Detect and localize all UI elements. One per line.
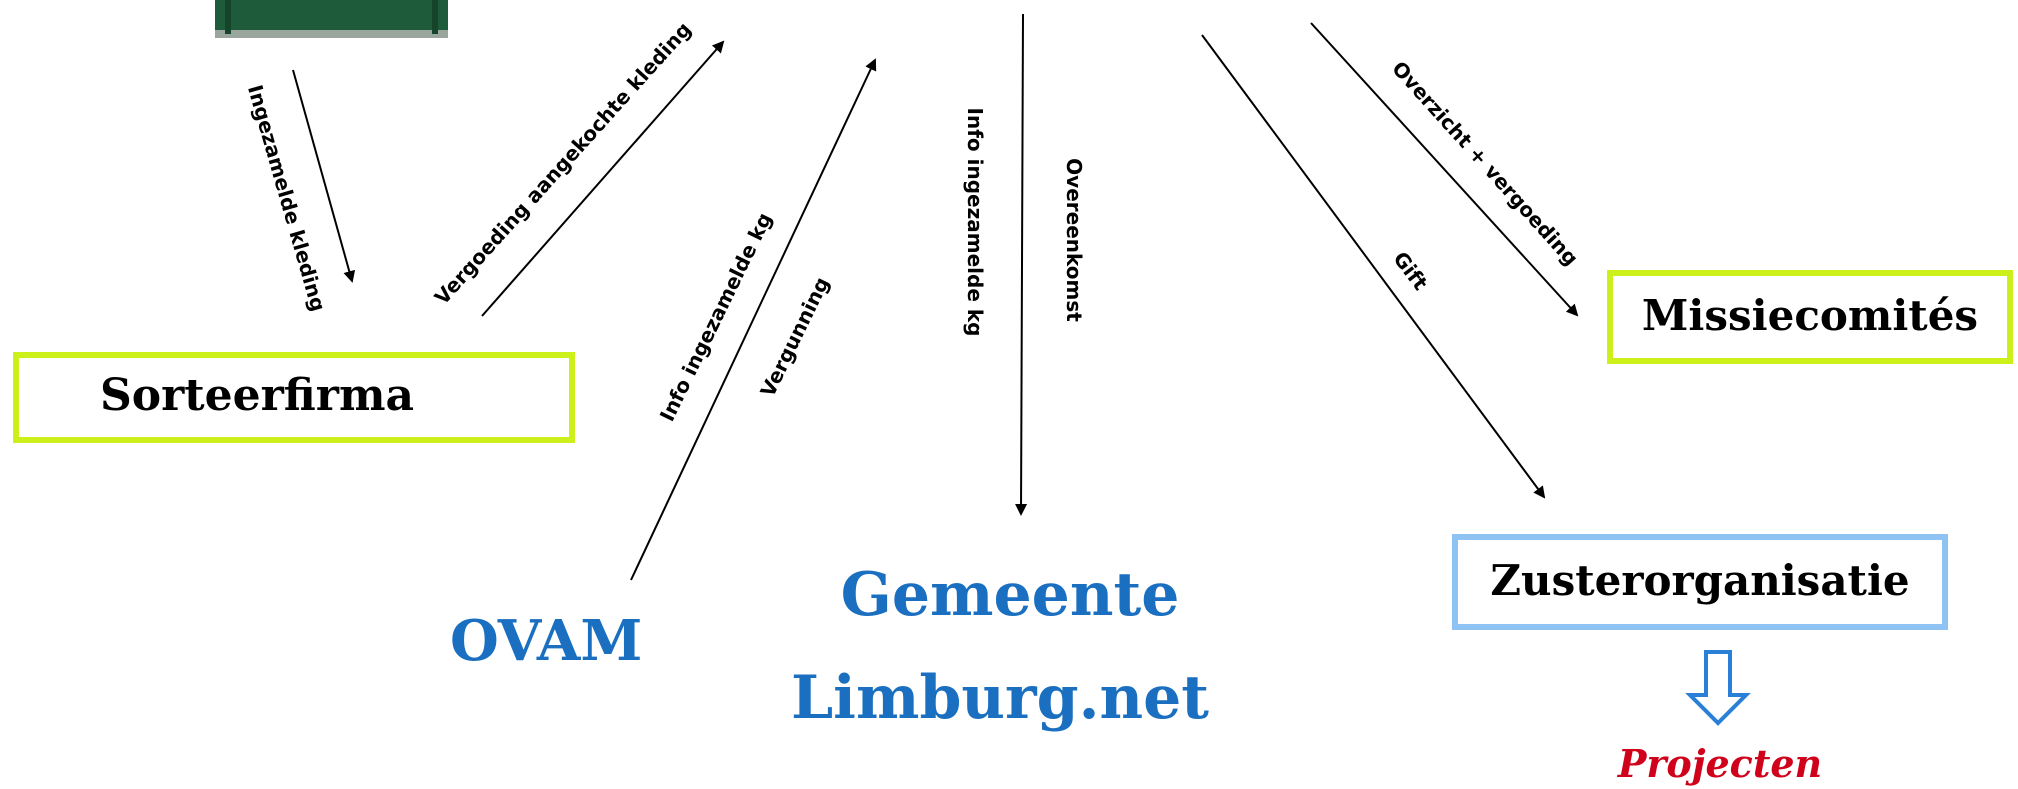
zusterorganisatie-label: Zusterorganisatie	[1490, 556, 1909, 605]
label-gift: Gift	[1389, 247, 1433, 295]
arrow-ingezamelde-kleding	[292, 69, 356, 283]
ovam-label: OVAM	[450, 608, 642, 674]
label-ingezamelde-kleding: Ingezamelde kleding	[243, 82, 331, 314]
limburg-net-label: Limburg.net	[791, 663, 1209, 733]
arrow-ovam-to-top	[630, 58, 877, 581]
label-overeenkomst: Overeenkomst	[1062, 158, 1086, 322]
arrow-gift	[1201, 34, 1546, 499]
label-info-kg-gemeente: Info ingezamelde kg	[963, 108, 987, 337]
arrow-to-gemeente	[1015, 13, 1028, 516]
zusterorganisatie-node: Zusterorganisatie	[1452, 534, 1948, 630]
label-overzicht-vergoeding: Overzicht + vergoeding	[1387, 56, 1583, 270]
gemeente-label: Gemeente	[841, 560, 1180, 630]
arrow-vergoeding-kleding	[481, 40, 725, 317]
missiecomites-node: Missiecomités	[1607, 270, 2013, 364]
label-vergoeding-kleding: Vergoeding aangekochte kleding	[430, 17, 696, 309]
hollow-down-arrow-icon	[1685, 650, 1751, 726]
label-vergunning: Vergunning	[755, 273, 834, 401]
sorteerfirma-node: Sorteerfirma	[13, 352, 575, 443]
clothing-container-photo	[215, 0, 448, 38]
sorteerfirma-label: Sorteerfirma	[100, 370, 414, 421]
missiecomites-label: Missiecomités	[1642, 291, 1978, 340]
projecten-label: Projecten	[1617, 741, 1822, 786]
arrow-overzicht-vergoeding	[1310, 22, 1579, 317]
